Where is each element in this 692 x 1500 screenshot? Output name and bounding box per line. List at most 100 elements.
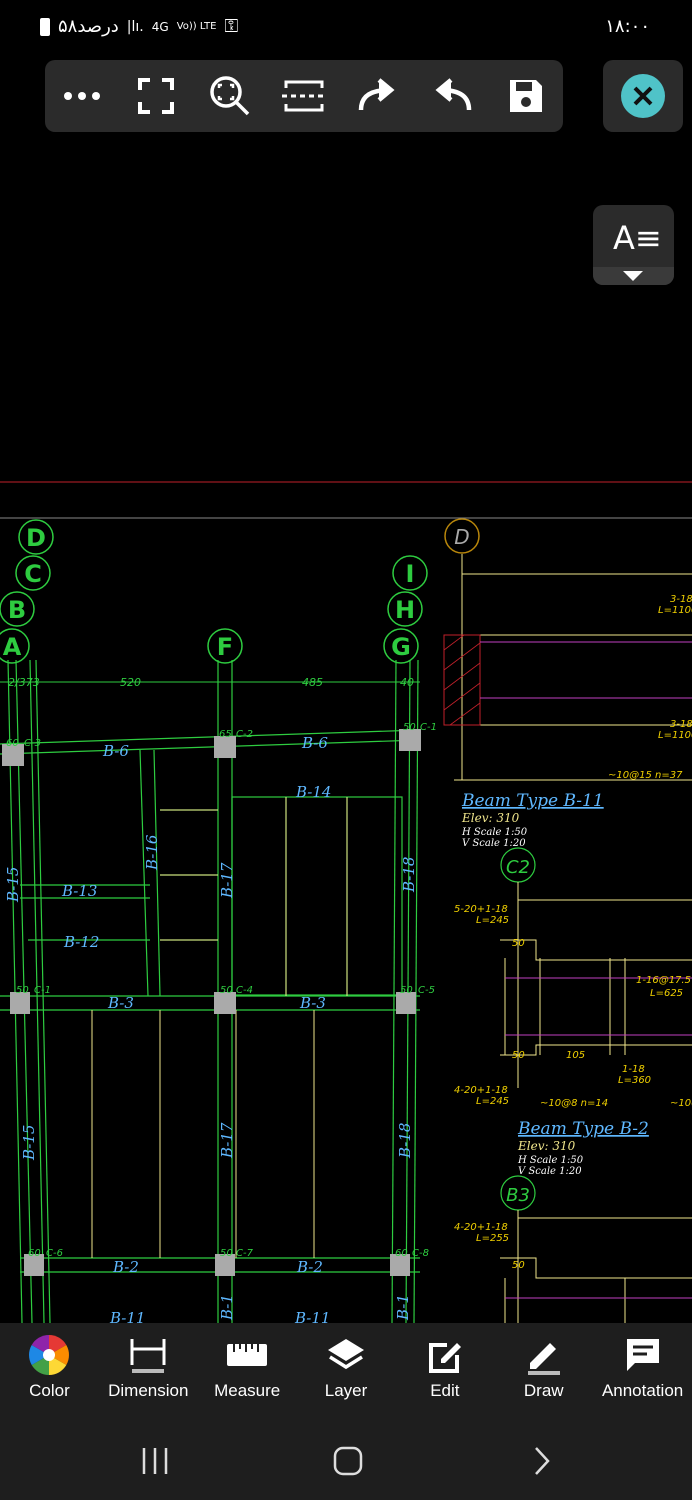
col-size: 50 xyxy=(220,985,233,996)
rebar-note: L=245 xyxy=(476,915,509,926)
draw-label: Draw xyxy=(523,1381,564,1400)
beam-elev: Elev: 310 xyxy=(517,1139,576,1153)
dim-4: 40 xyxy=(400,676,414,689)
zoom-icon[interactable] xyxy=(205,71,255,121)
col-tag: C-6 xyxy=(46,1248,63,1259)
cad-drawing[interactable]: D C B A F I H G D 2/373 520 485 40 xyxy=(0,480,692,1323)
color-label: Color xyxy=(29,1381,70,1400)
clip-icon[interactable] xyxy=(279,71,329,121)
dropdown-arrow xyxy=(593,267,674,285)
annotation-label: Annotation xyxy=(601,1381,684,1400)
col-tag: C-7 xyxy=(236,1248,254,1259)
rebar-note: 3-18 xyxy=(670,594,692,605)
volte-label: Vo)) LTE xyxy=(176,21,217,32)
beam-label: B-12 xyxy=(63,933,99,951)
grid-label-f: F xyxy=(217,633,233,661)
text-style-button[interactable]: A≡ xyxy=(593,205,674,285)
dimension-button[interactable]: Dimension xyxy=(99,1323,198,1423)
beam-label: B-6 xyxy=(301,734,328,752)
beam-hscale: H Scale 1:50 xyxy=(461,827,528,838)
dim-3: 485 xyxy=(302,676,323,689)
rebar-note: L=360 xyxy=(618,1075,651,1086)
back-button[interactable] xyxy=(512,1441,572,1481)
rebar-note: 3-18 xyxy=(670,719,692,730)
col-size: 65 xyxy=(219,729,232,740)
top-toolbar xyxy=(45,60,563,132)
layer-label: Layer xyxy=(324,1381,368,1400)
beam-vscale: V Scale 1:20 xyxy=(518,1166,582,1177)
recent-apps-icon xyxy=(142,1448,168,1474)
rebar-note: 50 xyxy=(512,1050,525,1061)
beam-label: B-2 xyxy=(112,1258,139,1276)
rebar-note: L=1100 xyxy=(658,730,692,741)
dimension-label: Dimension xyxy=(108,1381,189,1400)
home-icon xyxy=(333,1446,363,1476)
beam-label: B-15 xyxy=(4,867,22,903)
grid-label-a: A xyxy=(3,633,22,661)
beam-label: B-1 xyxy=(218,1294,236,1321)
status-time: ۱۸:۰۰ xyxy=(605,16,650,37)
bottom-toolbar: Color Dimension Measure Layer Edit Draw xyxy=(0,1323,692,1423)
col-size: 60 xyxy=(395,1248,408,1259)
layer-button[interactable]: Layer xyxy=(297,1323,396,1423)
more-icon[interactable] xyxy=(57,71,107,121)
layers-icon xyxy=(324,1333,368,1377)
pencil-icon xyxy=(522,1333,566,1377)
rebar-note: ~10@15 n=37 xyxy=(608,770,683,781)
home-button[interactable] xyxy=(318,1441,378,1481)
edit-icon xyxy=(423,1333,467,1377)
beam-label: B-13 xyxy=(61,882,97,900)
rebar-note: ~10@8 n=14 xyxy=(540,1098,608,1109)
close-button[interactable] xyxy=(603,60,683,132)
beam-type-title: Beam Type B-2 xyxy=(517,1119,649,1139)
beam-label: B-14 xyxy=(295,783,331,801)
rebar-note: L=255 xyxy=(476,1233,509,1244)
col-size: 50 xyxy=(220,1248,233,1259)
beam-type-b11: Beam Type B-11 Elev: 310 H Scale 1:50 V … xyxy=(461,791,604,849)
redo-icon[interactable] xyxy=(353,71,403,121)
grid-label-h: H xyxy=(395,596,415,624)
col-tag: C-1 xyxy=(420,722,437,733)
grid-label-g: G xyxy=(391,633,411,661)
section-b3-label: B3 xyxy=(506,1185,530,1206)
edit-button[interactable]: Edit xyxy=(395,1323,494,1423)
measure-button[interactable]: Measure xyxy=(198,1323,297,1423)
network-type: 4G xyxy=(151,19,169,34)
system-nav-bar xyxy=(0,1423,692,1500)
fullscreen-icon[interactable] xyxy=(131,71,181,121)
beam-label: B-18 xyxy=(400,857,418,893)
close-icon xyxy=(621,74,665,118)
beam-label: B-6 xyxy=(102,742,129,760)
back-icon xyxy=(535,1447,550,1475)
rebar-note: L=245 xyxy=(476,1096,509,1107)
rebar-note: 4-20+1-18 xyxy=(454,1085,508,1096)
rebar-note: 4-20+1-18 xyxy=(454,1222,508,1233)
beam-label: B-15 xyxy=(20,1125,38,1161)
annotation-button[interactable]: Annotation xyxy=(593,1323,692,1423)
beam-label: B-1 xyxy=(394,1294,412,1321)
signal-icon: |lı. xyxy=(126,18,144,35)
color-button[interactable]: Color xyxy=(0,1323,99,1423)
beam-type-title: Beam Type B-11 xyxy=(461,791,604,811)
beam-label: B-17 xyxy=(218,862,236,899)
recent-apps-button[interactable] xyxy=(125,1441,185,1481)
col-tag: C-4 xyxy=(236,985,253,996)
dim-2: 520 xyxy=(120,676,141,689)
col-tag: C-8 xyxy=(412,1248,429,1259)
rebar-note: ~10@ xyxy=(670,1098,692,1109)
status-left: ۵۸درصد |lı. 4G Vo)) LTE ⚿ xyxy=(40,16,238,37)
draw-button[interactable]: Draw xyxy=(494,1323,593,1423)
col-size: 60 xyxy=(28,1248,41,1259)
undo-icon[interactable] xyxy=(427,71,477,121)
col-tag: C-1 xyxy=(34,985,51,996)
dim-1: 2/373 xyxy=(8,676,40,689)
rebar-note: 5-20+1-18 xyxy=(454,904,508,915)
grid-label-c: C xyxy=(24,560,42,588)
save-icon[interactable] xyxy=(501,71,551,121)
grid-label-b: B xyxy=(8,596,26,624)
col-size: 50 xyxy=(400,985,413,996)
beam-label: B-3 xyxy=(299,994,326,1012)
rebar-note: 105 xyxy=(566,1050,585,1061)
col-tag: C-5 xyxy=(418,985,435,996)
edit-label: Edit xyxy=(430,1381,460,1400)
